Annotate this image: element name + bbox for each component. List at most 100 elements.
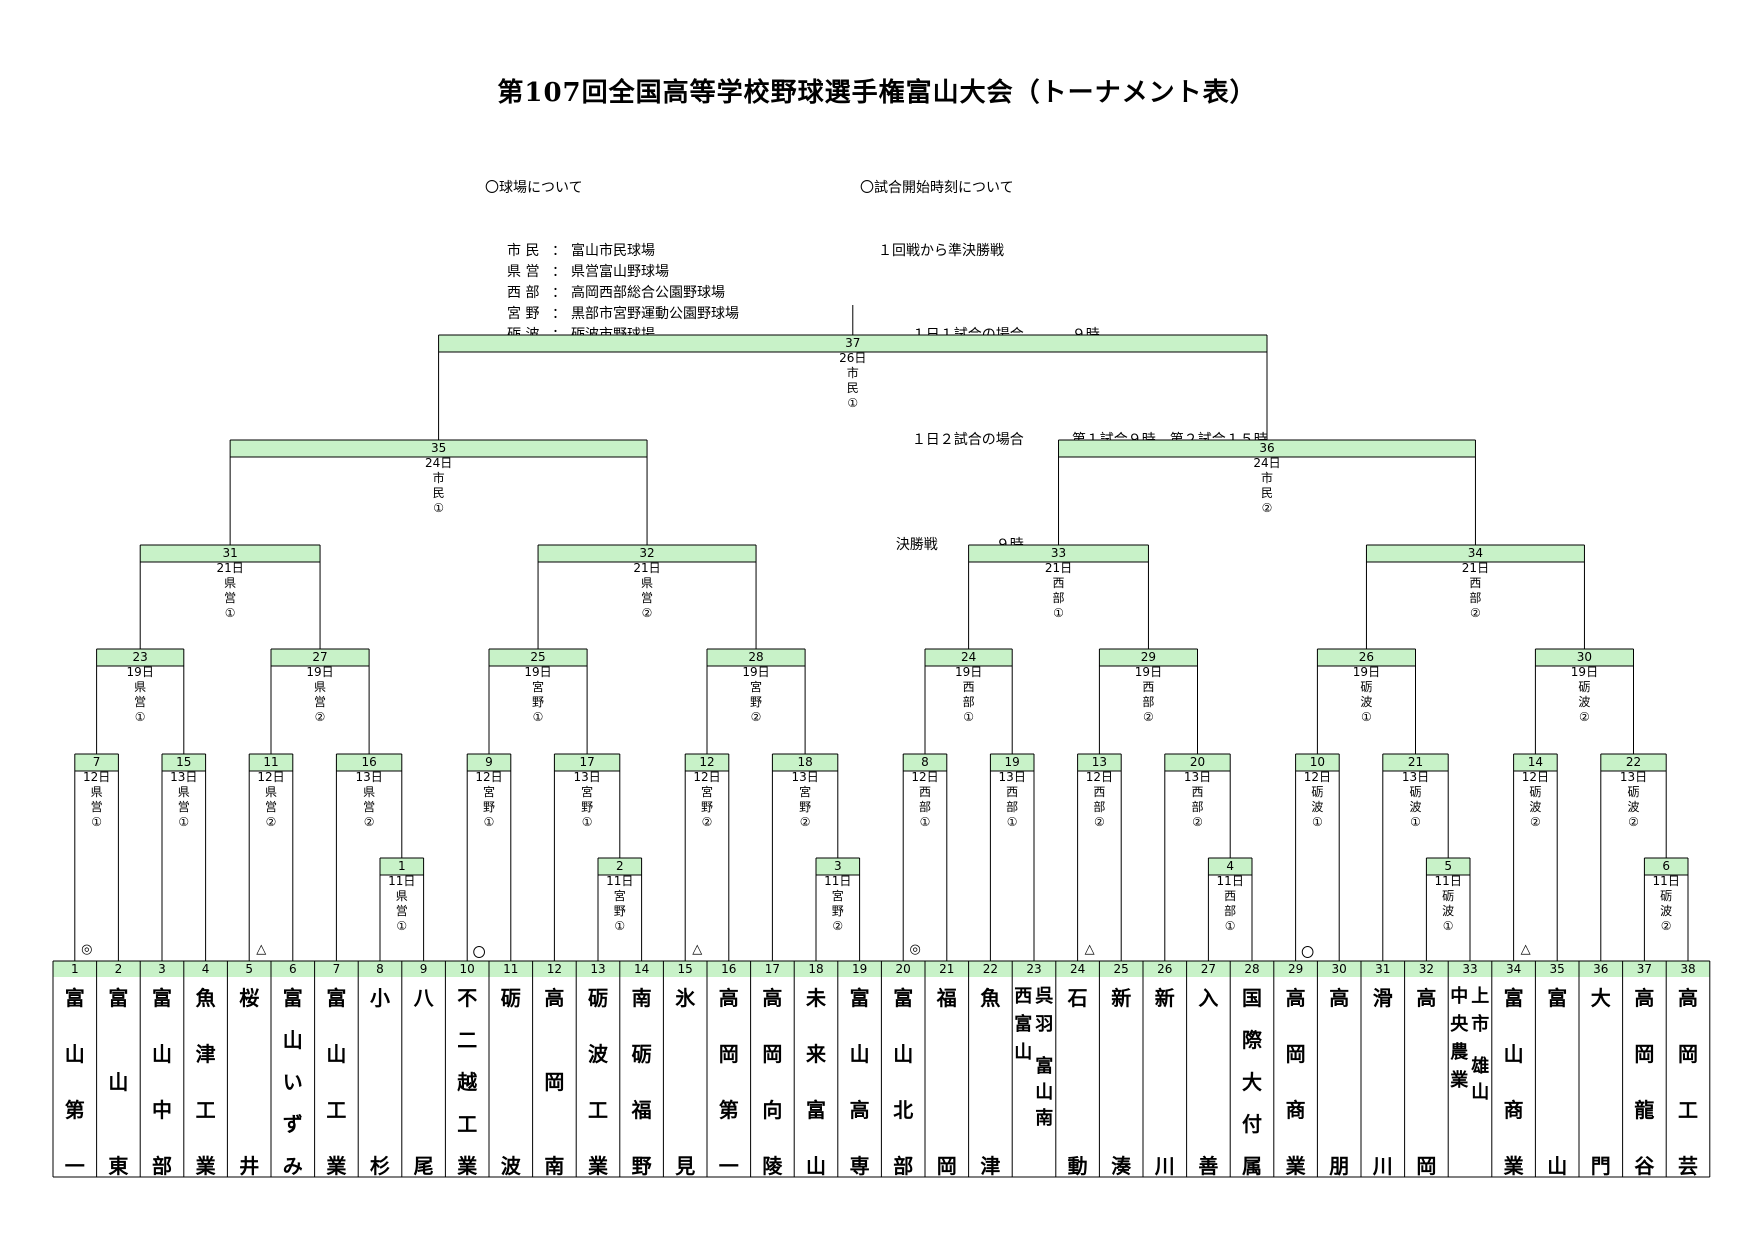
- match-venue-char: 営: [264, 800, 277, 814]
- team-number: 4: [201, 962, 210, 976]
- match-no: 20: [1189, 755, 1206, 769]
- match-venue-char: 部: [1224, 904, 1237, 918]
- match-no: 6: [1662, 859, 1670, 873]
- team-name: 富山第一: [64, 986, 85, 1178]
- match-header-bar: [249, 754, 293, 771]
- match-venue-char: 営: [314, 695, 327, 709]
- match-venue-char: 波: [1360, 695, 1373, 709]
- match-no: 36: [1259, 441, 1275, 455]
- match-venue-char: 営: [395, 904, 408, 918]
- team-number: 3: [158, 962, 166, 976]
- match-slot: ①: [847, 396, 859, 410]
- match-no: 18: [797, 755, 813, 769]
- match-day: 12日: [911, 770, 939, 784]
- team-number: 12: [546, 962, 563, 976]
- match-header-bar: [438, 335, 1267, 352]
- match-no: 1: [397, 859, 406, 873]
- match-venue-char: 西: [1006, 785, 1019, 799]
- match-venue-char: 西: [1224, 889, 1237, 903]
- match-venue-char: 営: [363, 800, 376, 814]
- match-no: 16: [361, 755, 377, 769]
- match-day: 21日: [1044, 561, 1073, 575]
- match-venue-char: 西: [1093, 785, 1106, 799]
- match-venue-char: 県: [90, 785, 103, 799]
- match-day: 13日: [170, 770, 198, 784]
- team-name: 富山: [1547, 986, 1568, 1178]
- match-venue-char: 西: [962, 680, 975, 694]
- match-day: 19日: [954, 665, 983, 679]
- match-day: 11日: [1652, 874, 1680, 888]
- team-name: 富山いずみ: [282, 986, 303, 1178]
- match-day: 11日: [1216, 874, 1244, 888]
- match-no: 7: [92, 755, 101, 769]
- match-venue-char: 部: [1469, 591, 1482, 605]
- time-line1: １回戦から準決勝戦: [878, 243, 1004, 259]
- team-name: 魚津: [980, 986, 1001, 1178]
- team-number: 11: [503, 962, 519, 976]
- match-header-bar: [925, 649, 1013, 666]
- match-header-bar: [598, 858, 642, 875]
- match-slot: ②: [799, 815, 811, 829]
- match-no: 23: [132, 650, 148, 664]
- match-day: 19日: [524, 665, 552, 679]
- venue-item: 宮 野：黒部市宮野運動公園野球場: [507, 306, 739, 322]
- match-day: 11日: [824, 874, 852, 888]
- match-header-bar: [968, 545, 1149, 562]
- match-venue-char: 宮: [532, 680, 545, 694]
- team-name: 魚津工業: [195, 986, 216, 1178]
- team-name: 高岡工芸: [1677, 986, 1698, 1178]
- match-day: 13日: [791, 770, 819, 784]
- match-venue-char: 西: [918, 785, 931, 799]
- match-venue-char: 砺: [1578, 680, 1591, 694]
- team-name: 国際大付属: [1241, 986, 1262, 1178]
- match-venue-char: 宮: [799, 785, 812, 799]
- match-day: 19日: [306, 665, 334, 679]
- match-venue-char: 砺: [1529, 785, 1542, 799]
- team-name: 富山商業: [1503, 986, 1524, 1178]
- match-no: 26: [1358, 650, 1375, 664]
- match-day: 11日: [606, 874, 634, 888]
- team-number: 34: [1505, 962, 1522, 976]
- team-name: 入善: [1198, 986, 1219, 1178]
- match-day: 12日: [1085, 770, 1114, 784]
- match-venue-char: 野: [581, 800, 594, 814]
- team-number: 9: [419, 962, 428, 976]
- venue-item: 西 部：高岡西部総合公園野球場: [507, 285, 725, 301]
- page-title: 第107回全国高等学校野球選手権富山大会（トーナメント表）: [497, 78, 1257, 108]
- match-slot: ①: [532, 710, 544, 724]
- match-header-bar: [554, 754, 620, 771]
- match-venue-char: 砺: [1360, 680, 1373, 694]
- match-venue-char: 砺: [1660, 889, 1673, 903]
- match-day: 12日: [257, 770, 285, 784]
- match-slot: ①: [433, 501, 444, 515]
- match-no: 24: [960, 650, 977, 664]
- match-venue-char: 西: [1469, 576, 1482, 590]
- match-venue-char: 営: [177, 800, 190, 814]
- team-name: 富山工業: [326, 986, 347, 1178]
- match-day: 19日: [742, 665, 770, 679]
- match-venue-char: 波: [1578, 695, 1591, 709]
- match-no: 10: [1309, 755, 1326, 769]
- match-no: 28: [748, 650, 764, 664]
- match-no: 37: [845, 336, 861, 350]
- match-no: 17: [579, 755, 595, 769]
- team-number: 1: [70, 962, 79, 976]
- match-no: 9: [485, 755, 493, 769]
- team-number: 28: [1244, 962, 1260, 976]
- match-venue-char: 営: [641, 591, 654, 605]
- match-day: 12日: [82, 770, 111, 784]
